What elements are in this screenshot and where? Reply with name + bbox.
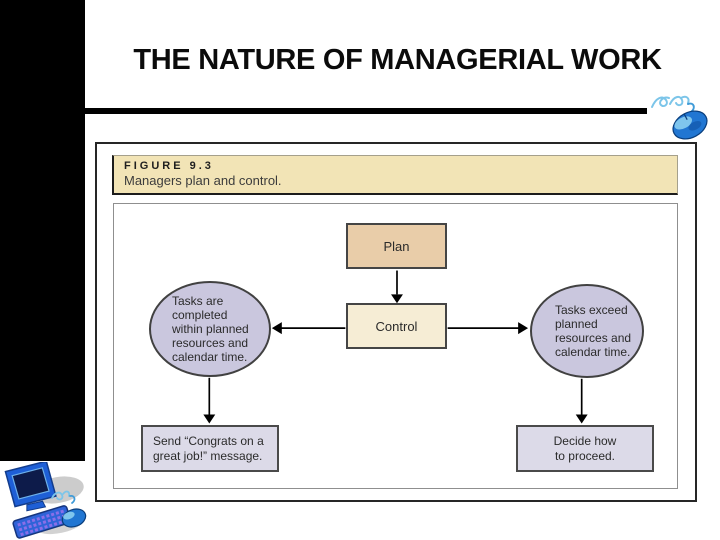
node-decide-how-label: Decide how to proceed. [553, 434, 617, 463]
node-decide-how: Decide how to proceed. [516, 425, 654, 472]
figure-header: FIGURE 9.3 Managers plan and control. [112, 155, 678, 195]
node-tasks-exceed: Tasks exceed planned resources and calen… [530, 284, 644, 378]
node-control: Control [346, 303, 447, 349]
page-title: THE NATURE OF MANAGERIAL WORK [133, 44, 662, 76]
node-send-congrats: Send “Congrats on a great job!” message. [141, 425, 279, 472]
figure-panel: FIGURE 9.3 Managers plan and control. [95, 142, 697, 502]
figure-caption: Managers plan and control. [124, 173, 282, 188]
flowchart: Plan Control Tasks are completed within … [113, 203, 678, 489]
node-tasks-exceed-label: Tasks exceed planned resources and calen… [555, 302, 632, 360]
figure-label: FIGURE 9.3 [124, 160, 214, 172]
web-computer-icon [4, 462, 87, 539]
flow-arrows [203, 270, 588, 424]
node-plan: Plan [346, 223, 447, 269]
left-black-bar [0, 0, 85, 461]
web-mouse-icon [651, 95, 708, 140]
node-send-congrats-label: Send “Congrats on a great job!” message. [153, 434, 264, 463]
node-tasks-completed-label: Tasks are completed within planned resou… [172, 293, 249, 365]
node-tasks-completed: Tasks are completed within planned resou… [149, 281, 271, 377]
title-underline [85, 108, 647, 114]
